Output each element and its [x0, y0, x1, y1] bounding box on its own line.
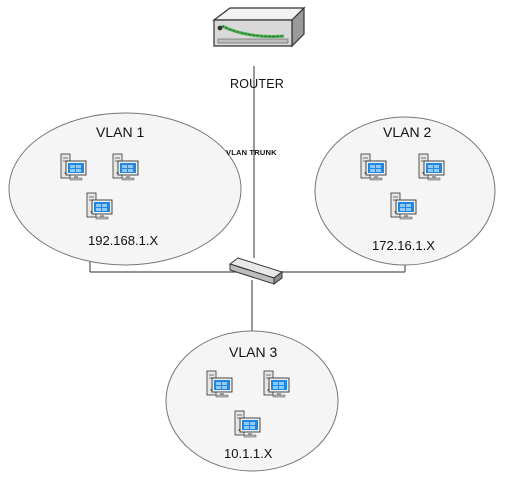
vlan2-subnet: 172.16.1.X [372, 238, 435, 253]
switch-icon [228, 257, 284, 285]
workstation-icon [234, 410, 261, 438]
vlan1-zone [8, 112, 242, 266]
connections [89, 66, 406, 336]
workstation-icon [390, 192, 417, 220]
router-icon [212, 6, 306, 48]
vlan1-subnet: 192.168.1.X [88, 233, 159, 248]
workstation-icon [418, 153, 445, 181]
vlan1-title: VLAN 1 [96, 124, 145, 140]
router-label: ROUTER [230, 77, 284, 91]
vlan2-title: VLAN 2 [383, 124, 432, 140]
vlan3-zone [165, 330, 339, 472]
workstation-icon [86, 192, 113, 220]
workstation-icon [206, 370, 233, 398]
workstation-icon [60, 153, 87, 181]
trunk-label: VLAN TRUNK [226, 148, 277, 157]
vlan3-title: VLAN 3 [229, 344, 278, 360]
vlan2-zone [314, 116, 496, 266]
vlan3-subnet: 10.1.1.X [224, 446, 273, 461]
workstation-icon [263, 370, 290, 398]
workstation-icon [360, 153, 387, 181]
workstation-icon [112, 153, 139, 181]
